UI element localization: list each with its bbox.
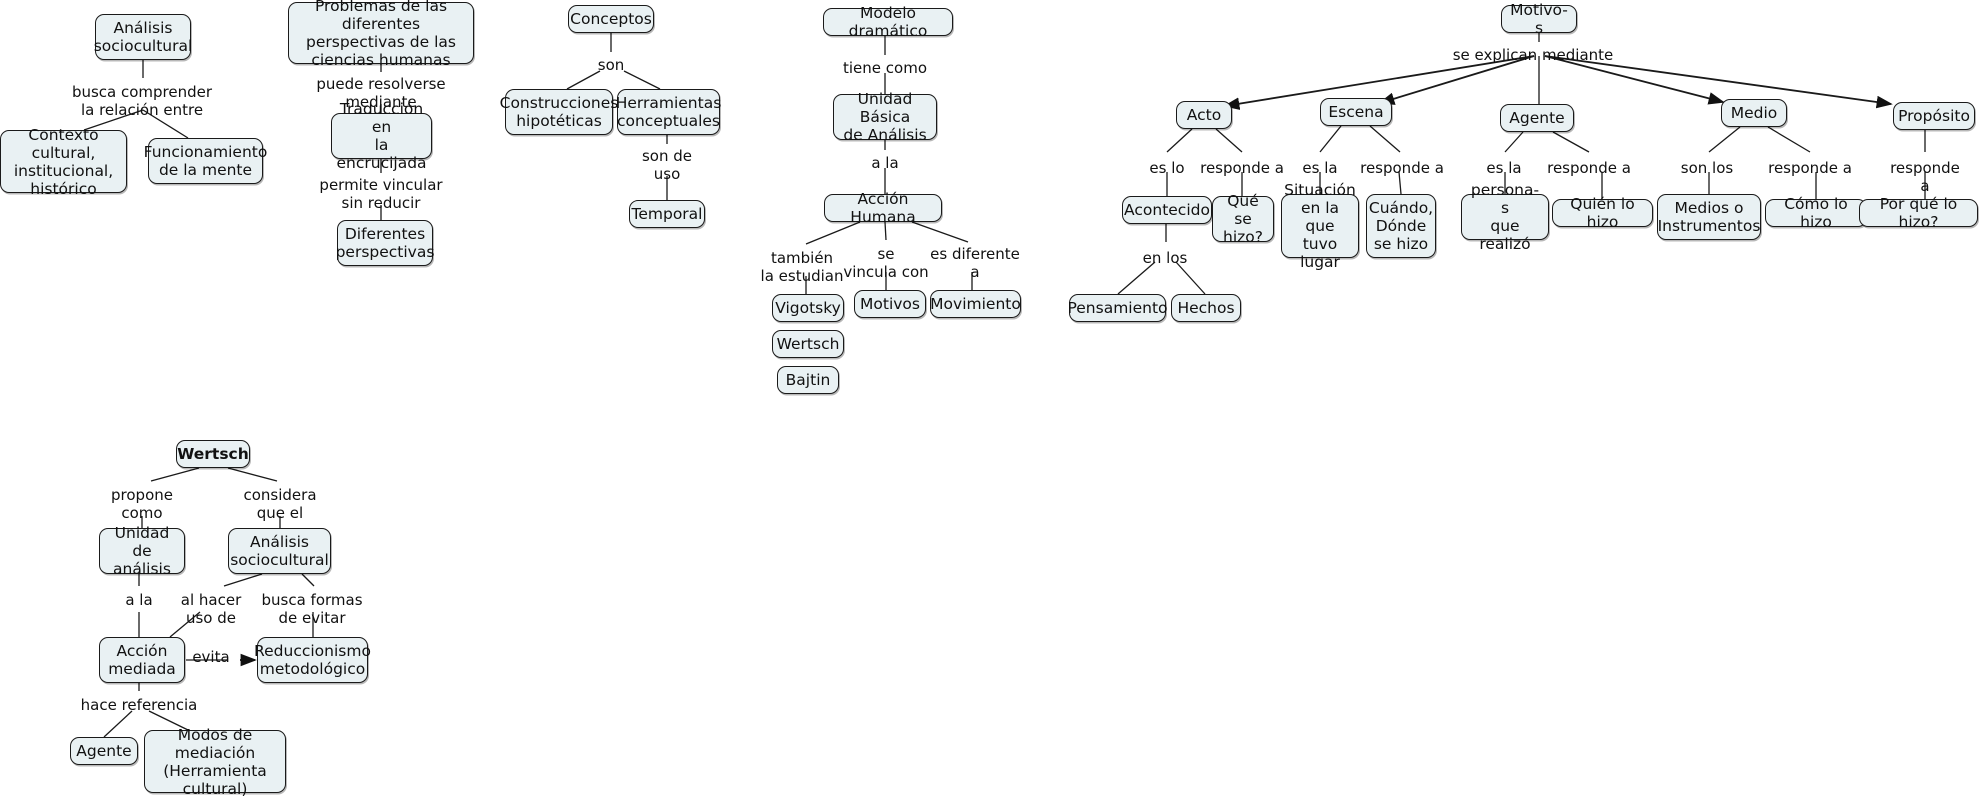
node-cuando-donde[interactable]: Cuándo, Dónde se hizo — [1366, 194, 1436, 258]
connector-line — [103, 710, 133, 738]
edge-label-propone-como: propone como — [111, 486, 173, 522]
edge-label-se-explican-mediante: se explican mediante — [1452, 46, 1614, 64]
node-vigotsky[interactable]: Vigotsky — [772, 294, 844, 322]
node-wertsch-root[interactable]: Wertsch — [176, 440, 250, 468]
edge-label-hace-referencia: hace referencia — [80, 696, 198, 714]
edge-label-responde-a-acto: responde a — [1200, 159, 1284, 177]
edge-label-considera-que-el: considera que el — [243, 486, 317, 522]
edge-label-a-la-2: a la — [125, 591, 153, 609]
edge-label-es-lo: es lo — [1149, 159, 1185, 177]
connector-line — [1215, 128, 1243, 153]
node-por-que-lo-hizo[interactable]: Por qué lo hizo? — [1859, 195, 1978, 231]
node-analisis-sociocultural-2[interactable]: Análisis sociocultural — [228, 528, 331, 574]
node-contexto-cultural[interactable]: Contexto cultural, institucional, histór… — [0, 126, 127, 198]
connector-line — [227, 467, 278, 482]
node-accion-humana[interactable]: Acción Humana — [824, 190, 942, 226]
node-medios-instrumentos[interactable]: Medios o Instrumentos — [1657, 194, 1761, 240]
edge-label-busca-comprender: busca comprender la relación entre — [71, 83, 213, 119]
connector-line — [150, 467, 200, 482]
node-agente[interactable]: Agente — [1500, 104, 1574, 132]
node-proposito[interactable]: Propósito — [1893, 102, 1975, 130]
node-reduccionismo-metodologico[interactable]: Reduccionismo metodológico — [254, 637, 371, 683]
edge-label-responde-a-medio: responde a — [1768, 159, 1852, 177]
edge-label-responde-a-escena: responde a — [1360, 159, 1444, 177]
node-agente-2[interactable]: Agente — [70, 737, 138, 765]
node-funcionamiento-mente[interactable]: Funcionamiento de la mente — [144, 138, 267, 184]
node-problemas-ciencias-humanas[interactable]: Problemas de las diferentes perspectivas… — [288, 0, 474, 69]
edge-label-son-de-uso: son de uso — [641, 147, 693, 183]
edge-label-se-vincula-con: se vincula con — [843, 245, 929, 281]
node-hechos[interactable]: Hechos — [1171, 294, 1241, 322]
edge-label-puede-resolverse: puede resolverse mediante — [316, 75, 446, 111]
node-acto[interactable]: Acto — [1176, 101, 1232, 129]
connector-line — [623, 70, 661, 90]
connector-line — [1504, 131, 1524, 153]
node-unidad-basica-analisis[interactable]: Unidad Básica de Análisis — [833, 90, 937, 144]
node-modelo-dramatico[interactable]: Modelo dramático — [823, 4, 953, 40]
node-movimiento[interactable]: Movimiento — [930, 290, 1021, 318]
node-bajtin[interactable]: Bajtin — [777, 366, 839, 394]
edge-label-tambien-estudian: también la estudian — [760, 249, 844, 285]
edge-label-en-los: en los — [1142, 249, 1188, 267]
node-que-se-hizo[interactable]: Qué se hizo? — [1212, 192, 1274, 246]
node-motivos[interactable]: Motivos — [854, 290, 926, 318]
edge-label-es-la-escena: es la — [1302, 159, 1338, 177]
node-wertsch-small[interactable]: Wertsch — [772, 330, 844, 358]
edge-label-son-los: son los — [1680, 159, 1734, 177]
node-traduccion-encrucijada[interactable]: Traducción en la encrucijada — [331, 100, 432, 172]
connector-line — [566, 70, 601, 90]
node-como-lo-hizo[interactable]: Cómo lo hizo — [1765, 195, 1867, 231]
edge-label-son: son — [597, 56, 625, 74]
edge-label-al-hacer-uso-de: al hacer uso de — [180, 591, 242, 627]
node-conceptos[interactable]: Conceptos — [568, 5, 654, 33]
connector-line — [1708, 126, 1741, 153]
node-escena[interactable]: Escena — [1320, 98, 1392, 126]
edge-label-permite-vincular: permite vincular sin reducir — [319, 176, 443, 212]
node-temporal[interactable]: Temporal — [629, 200, 705, 228]
node-quien-lo-hizo[interactable]: Quién lo hizo — [1552, 195, 1653, 231]
node-situacion-tuvo-lugar[interactable]: Situación en la que tuvo lugar — [1281, 181, 1359, 271]
edge-label-evita: evita — [192, 648, 230, 666]
edge-label-busca-formas-de-evitar: busca formas de evitar — [261, 591, 363, 627]
connector-line — [301, 573, 315, 587]
connector-line — [1319, 125, 1342, 153]
node-construcciones-hipoteticas[interactable]: Construcciones hipotéticas — [500, 89, 618, 135]
node-accion-mediada[interactable]: Acción mediada — [99, 637, 185, 683]
edge-label-tiene-como: tiene como — [843, 59, 927, 77]
connector-line — [1552, 131, 1590, 153]
node-medio[interactable]: Medio — [1721, 99, 1787, 127]
connector-line — [223, 573, 263, 587]
node-analisis-sociocultural[interactable]: Análisis sociocultural — [94, 14, 192, 60]
node-persona-realizo[interactable]: persona-s que realizó — [1461, 181, 1549, 253]
edge-label-es-la-agente: es la — [1486, 159, 1522, 177]
node-acontecido[interactable]: Acontecido — [1122, 196, 1212, 224]
node-pensamiento[interactable]: Pensamiento — [1067, 294, 1168, 322]
node-modos-mediacion[interactable]: Modos de mediación (Herramienta cultural… — [144, 726, 286, 798]
node-motivo-s[interactable]: Motivo-s — [1501, 1, 1577, 37]
edge-label-responde-a-proposito: responde a — [1890, 159, 1960, 195]
edge-label-a-la: a la — [871, 154, 899, 172]
connector-line — [1767, 126, 1811, 153]
node-unidad-de-analisis[interactable]: Unidad de análisis — [99, 524, 185, 578]
edge-label-es-diferente-a: es diferente a — [930, 245, 1020, 281]
node-diferentes-perspectivas[interactable]: Diferentes perspectivas — [336, 220, 434, 266]
connector-line — [1369, 125, 1401, 153]
connector-line — [1166, 128, 1193, 153]
edge-label-responde-a-agente: responde a — [1547, 159, 1631, 177]
node-herramientas-conceptuales[interactable]: Herramientas conceptuales — [616, 89, 721, 135]
